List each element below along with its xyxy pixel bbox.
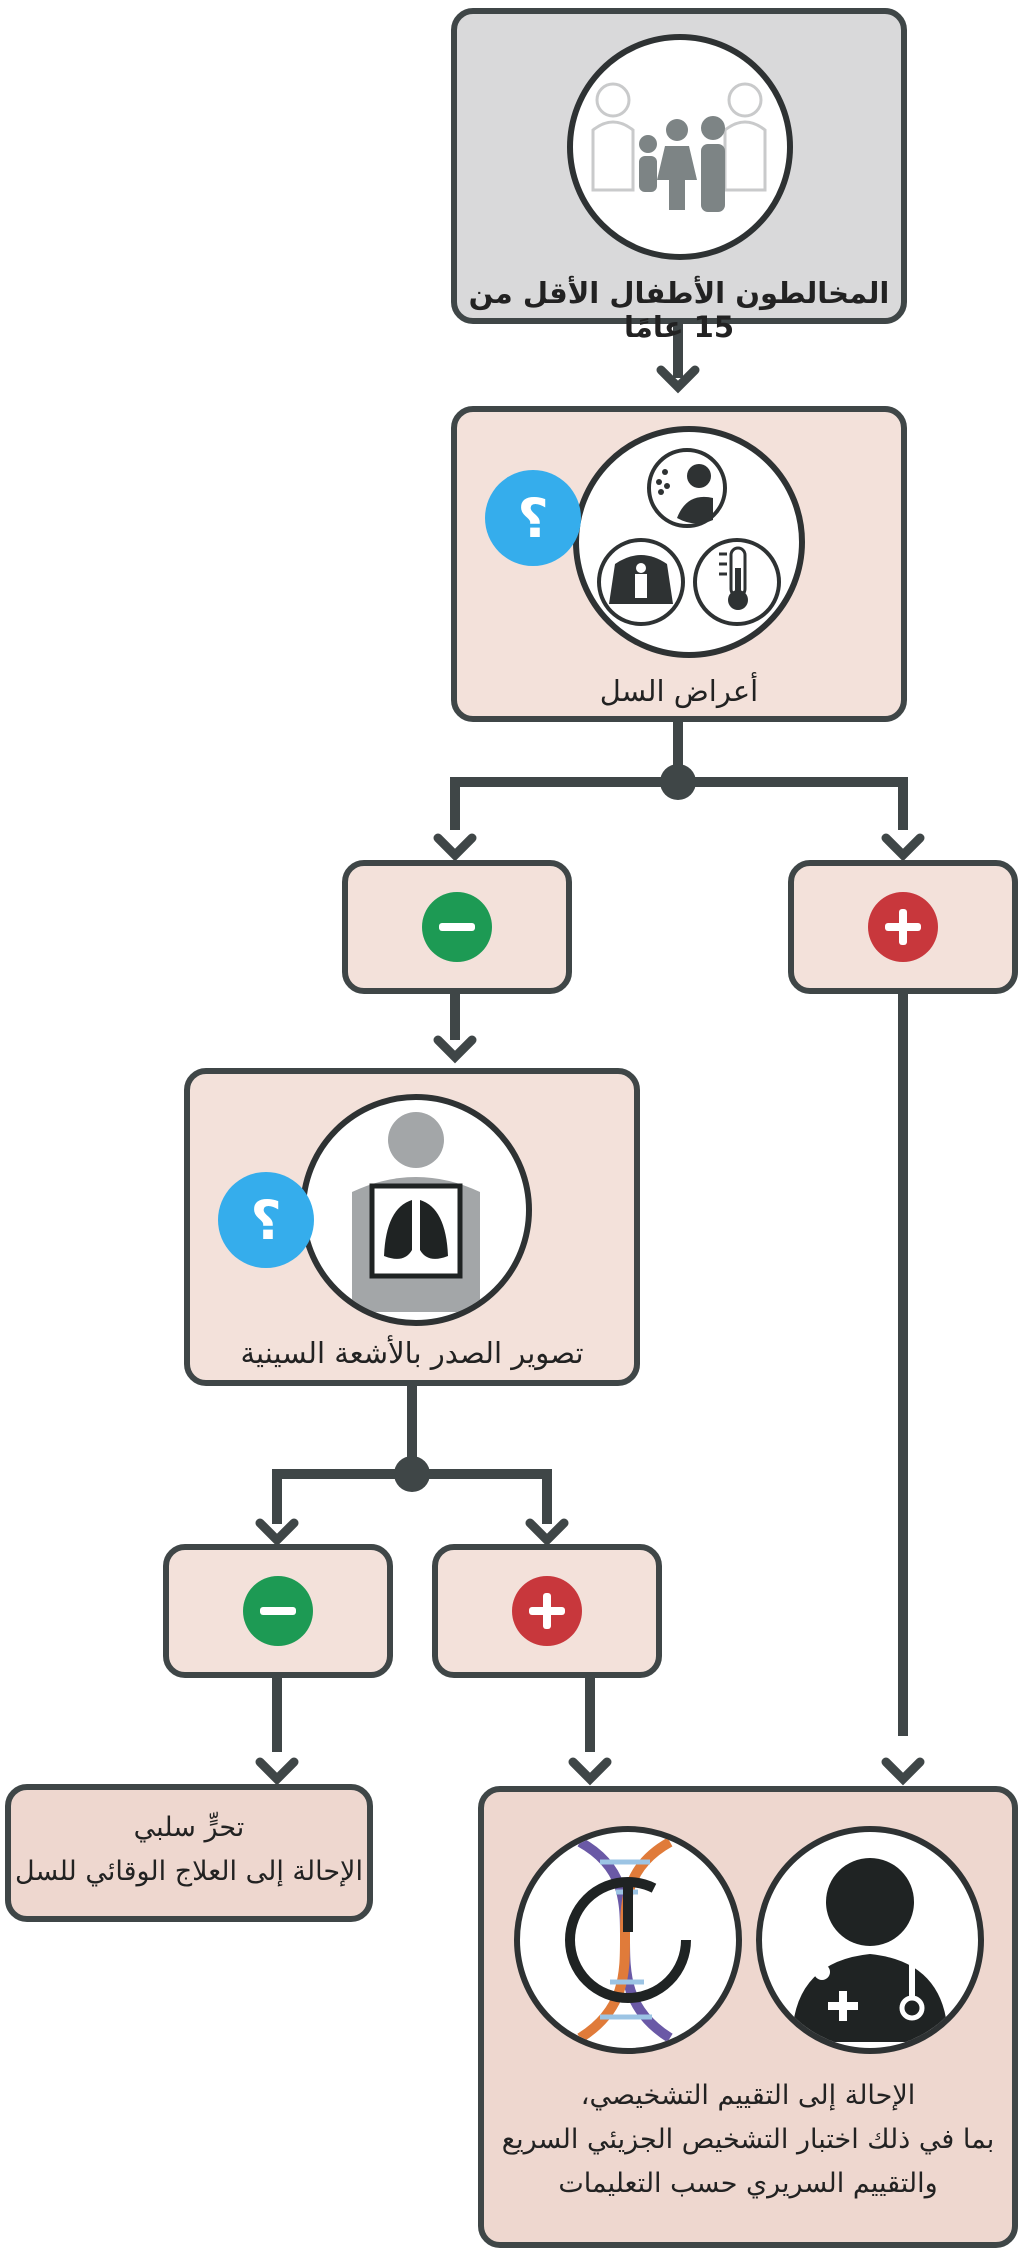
referral-line2: بما في ذلك اختبار التشخيص الجزيئي السريع (501, 2124, 995, 2155)
doctor-icon (756, 1826, 984, 2054)
symptoms-positive-node (788, 860, 1018, 994)
symptoms-icon-group (573, 426, 805, 658)
plus-icon (868, 892, 938, 962)
referral-line3: والتقييم السريري حسب التعليمات (558, 2168, 938, 2199)
start-label: المخالطون الأطفال الأقل من 15 عامًا (468, 276, 890, 344)
help-question-icon-xray[interactable]: ؟ (218, 1172, 314, 1268)
chest-xray-label: تصوير الصدر بالأشعة السينية (240, 1336, 584, 1370)
cough-icon (647, 448, 727, 528)
molecular-test-icon (514, 1826, 742, 2054)
thermometer-icon (693, 538, 781, 626)
plus-icon (512, 1576, 582, 1646)
chest-xray-icon (300, 1094, 532, 1326)
negative-screening-line2: الإحالة إلى العلاج الوقائي للسل (15, 1856, 363, 1887)
negative-screening-line1: تحرٍّ سلبي (133, 1812, 245, 1843)
xray-negative-node (163, 1544, 393, 1678)
family-icon (567, 34, 793, 260)
minus-icon (243, 1576, 313, 1646)
weight-scale-icon (597, 538, 685, 626)
symptoms-negative-node (342, 860, 572, 994)
diagnostic-referral-node: الإحالة إلى التقييم التشخيصي، بما في ذلك… (478, 1786, 1018, 2248)
help-question-icon[interactable]: ؟ (485, 470, 581, 566)
start-node: المخالطون الأطفال الأقل من 15 عامًا (451, 8, 907, 344)
tb-symptoms-label: أعراض السل (599, 674, 759, 708)
tb-symptoms-node: ؟ أعراض السل (451, 406, 907, 722)
minus-icon (422, 892, 492, 962)
xray-positive-node (432, 1544, 662, 1678)
referral-line1: الإحالة إلى التقييم التشخيصي، (580, 2080, 916, 2111)
negative-screening-node: تحرٍّ سلبي الإحالة إلى العلاج الوقائي لل… (5, 1784, 373, 1922)
chest-xray-node: ؟ تصوير الصدر بالأشعة السينية (184, 1068, 640, 1386)
